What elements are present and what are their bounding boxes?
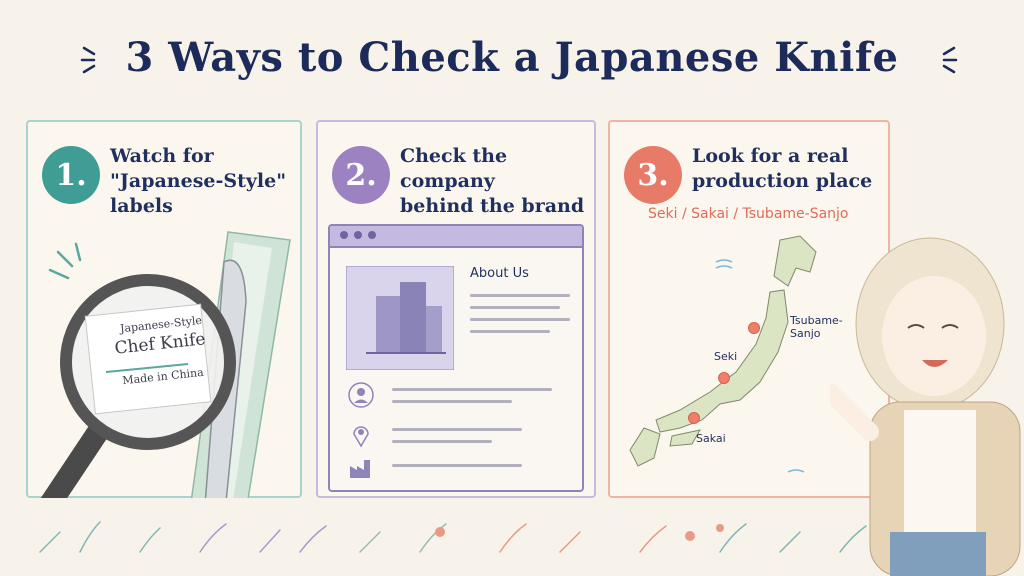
window-dot-icon (368, 231, 376, 239)
building-image-icon (346, 266, 454, 370)
person-icon (348, 382, 374, 408)
browser-title-bar (330, 226, 582, 248)
card-title-3: Look for a real production place (692, 145, 873, 192)
sparkle-left-icon (80, 46, 96, 74)
text-line (470, 330, 550, 333)
map-label-sakai: Sakai (696, 432, 726, 445)
smiling-woman-illustration (830, 237, 1021, 576)
step-number-1: 1. (42, 146, 100, 204)
step-number-3: 3. (624, 146, 682, 204)
tsubame-pin-icon (748, 322, 760, 334)
window-dot-icon (340, 231, 348, 239)
sakai-pin-icon (688, 412, 700, 424)
card-title-2: Check the company behind the brand (400, 145, 585, 217)
text-line (470, 294, 570, 297)
card-company-check: 2. Check the company behind the brand Ab… (316, 120, 596, 498)
text-line (392, 388, 552, 391)
about-us-heading: About Us (470, 266, 529, 281)
sparkle-right-icon (942, 46, 958, 74)
card-title-1: Watch for "Japanese-Style" labels (110, 145, 287, 217)
magnifier-knife-illustration (40, 231, 291, 498)
text-line (392, 400, 512, 403)
japan-map-illustration (629, 235, 817, 473)
card-production-place: 3. Look for a real production place Seki… (608, 120, 890, 498)
browser-window-illustration: About Us (328, 224, 584, 492)
text-line (392, 464, 522, 467)
step-number-2: 2. (332, 146, 390, 204)
map-label-seki: Seki (714, 350, 738, 363)
factory-icon (350, 460, 370, 478)
window-dot-icon (354, 231, 362, 239)
seki-pin-icon (718, 372, 730, 384)
text-line (392, 428, 522, 431)
production-places: Seki / Sakai / Tsubame-Sanjo (648, 206, 849, 222)
floral-decoration (39, 521, 867, 553)
location-pin-icon (353, 426, 369, 448)
text-line (392, 440, 492, 443)
map-label-tsubame: Tsubame- Sanjo (790, 314, 843, 340)
text-line (470, 306, 560, 309)
page-title: 3 Ways to Check a Japanese Knife (125, 34, 899, 81)
card-japanese-style-labels: 1. Watch for "Japanese-Style" labels Jap… (26, 120, 302, 498)
text-line (470, 318, 570, 321)
